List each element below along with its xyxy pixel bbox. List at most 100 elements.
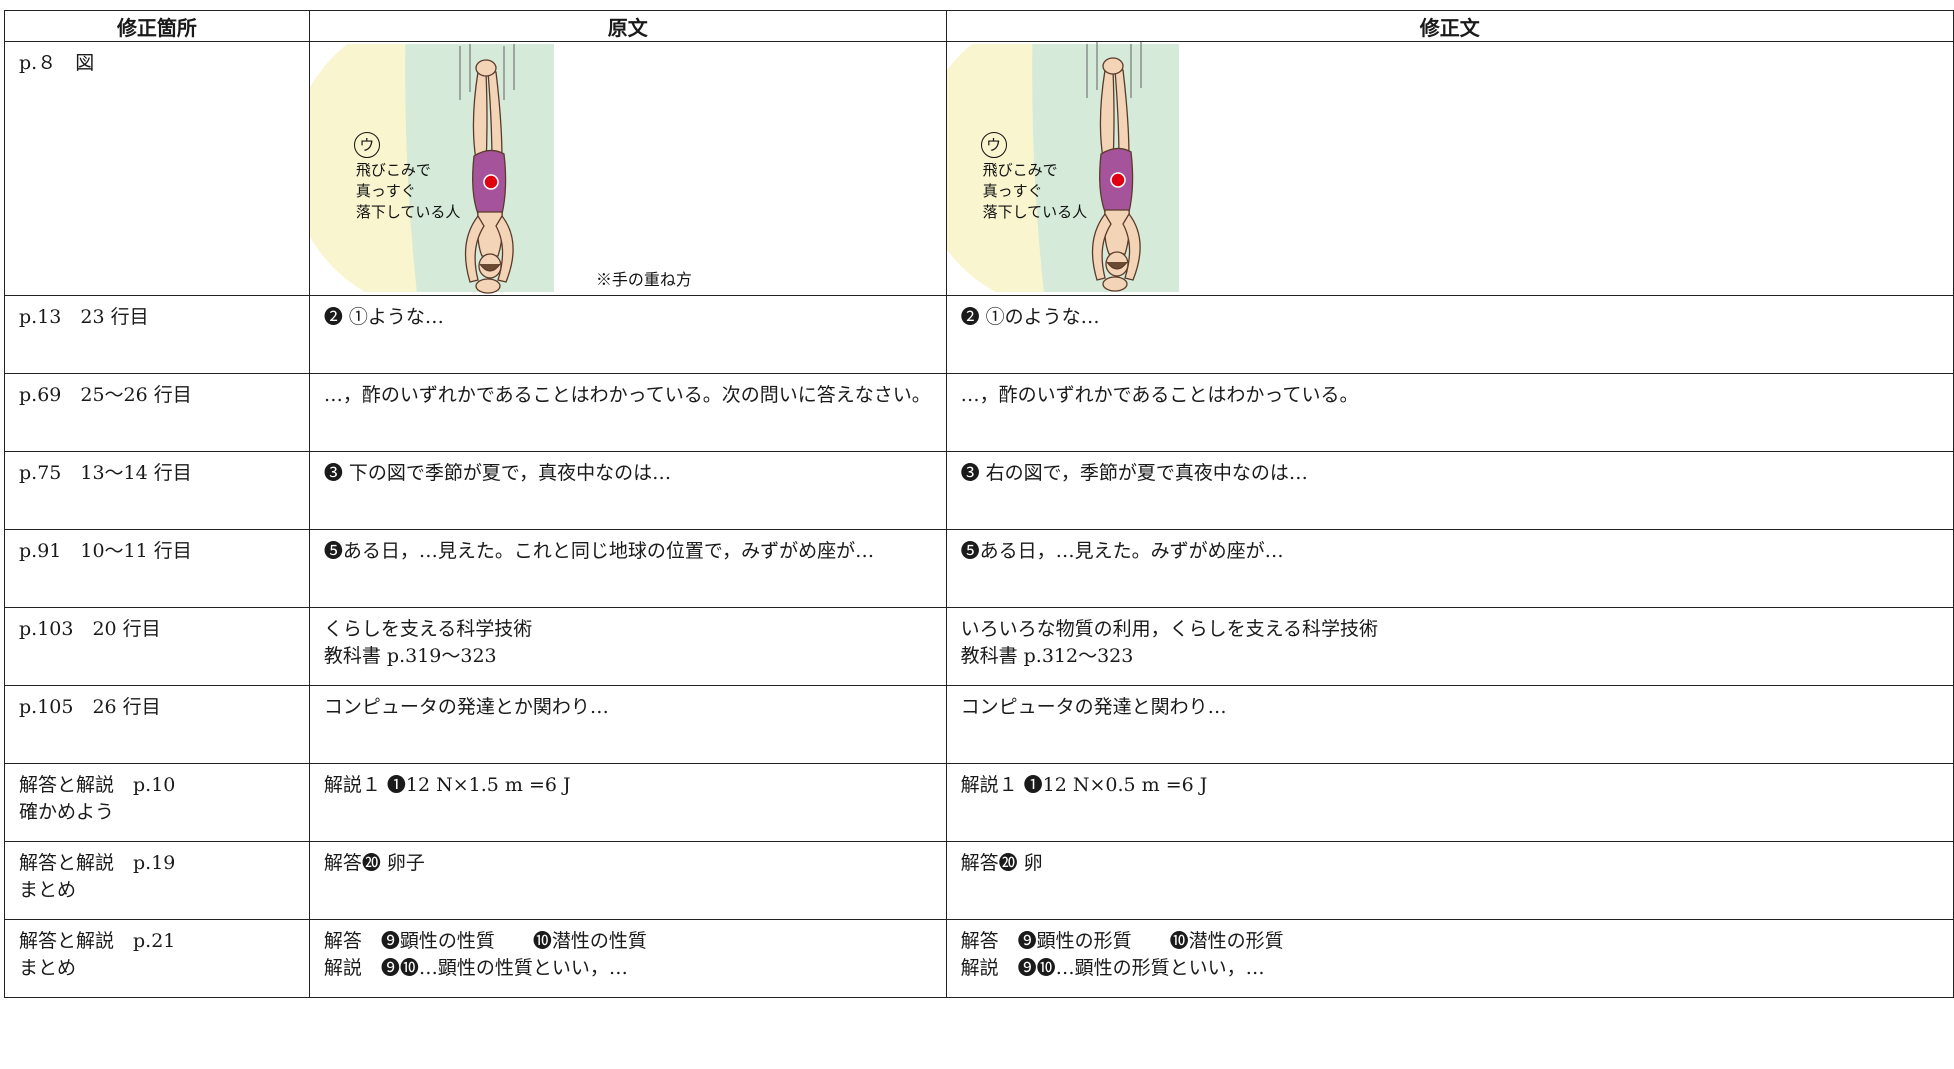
original-text: …，酢のいずれかであることはわかっている。次の問いに答えなさい。 (323, 384, 931, 406)
location-cell: 解答と解説 p.10 確かめよう (4, 763, 310, 842)
table-row: 解答と解説 p.10 確かめよう 解説１ ❶12 N×1.5 m =6 J 解説… (4, 763, 1954, 842)
location-cell: p.69 25～26 行目 (4, 373, 310, 452)
corrected-cell: …，酢のいずれかであることはわかっている。 (945, 373, 1954, 452)
cropped-heading-fragment (0, 0, 200, 4)
diver-illustration (947, 42, 1179, 292)
original-text: ❺ある日，…見えた。これと同じ地球の位置で，みずがめ座が… (323, 540, 875, 562)
table-row: p.103 20 行目 くらしを支える科学技術 教科書 p.319～323 いろ… (4, 607, 1954, 686)
location-cell: p.91 10～11 行目 (4, 529, 310, 608)
figure-label-line: 落下している人 (982, 203, 1088, 221)
original-cell: 解答⓴ 卵子 (308, 841, 947, 920)
corrected-text: いろいろな物質の利用，くらしを支える科学技術 (960, 618, 1379, 640)
location-cell: 解答と解説 p.19 まとめ (4, 841, 310, 920)
location-subtext: まとめ (19, 957, 77, 979)
table-row: p.13 23 行目 ❷ ①ような… ❷ ①のような… (4, 295, 1954, 374)
errata-table: 修正箇所 原文 修正文 p.８ 図 (4, 10, 1954, 998)
corrected-text: 解説１ ❶12 N×0.5 m =6 J (960, 774, 1208, 796)
location-cell: p.13 23 行目 (4, 295, 310, 374)
diver-figure (464, 59, 514, 294)
location-cell: p.103 20 行目 (4, 607, 310, 686)
original-text: くらしを支える科学技術 (323, 618, 533, 640)
marker-u: ウ (353, 132, 380, 158)
location-text: p.８ 図 (19, 52, 95, 74)
original-figure-cell: ウ 飛びこみで 真っすぐ 落下している人 ※手の重ね方 (308, 41, 947, 296)
original-cell: ❷ ①ような… (308, 295, 947, 374)
original-cell: ❺ある日，…見えた。これと同じ地球の位置で，みずがめ座が… (308, 529, 947, 608)
location-text: p.13 23 行目 (19, 306, 149, 328)
original-text: 解説 ❾❿…顕性の性質といい，… (323, 957, 628, 979)
original-cell: くらしを支える科学技術 教科書 p.319～323 (308, 607, 947, 686)
original-cell: ❸ 下の図で季節が夏で，真夜中なのは… (308, 451, 947, 530)
original-text: ❷ ①ような… (323, 306, 444, 328)
table-row: 解答と解説 p.21 まとめ 解答 ❾顕性の性質 ❿潜性の性質 解説 ❾❿…顕性… (4, 919, 1954, 998)
original-cell: …，酢のいずれかであることはわかっている。次の問いに答えなさい。 (308, 373, 947, 452)
corrected-text: …，酢のいずれかであることはわかっている。 (960, 384, 1359, 406)
corrected-text: ❺ある日，…見えた。みずがめ座が… (960, 540, 1284, 562)
table-row: p.105 26 行目 コンピュータの発達とか関わり… コンピュータの発達と関わ… (4, 685, 1954, 764)
original-figure: ウ 飛びこみで 真っすぐ 落下している人 ※手の重ね方 (310, 43, 945, 295)
corrected-text: 教科書 p.312～323 (960, 645, 1134, 667)
table-row: p.91 10～11 行目 ❺ある日，…見えた。これと同じ地球の位置で，みずがめ… (4, 529, 1954, 608)
figure-label-line: 落下している人 (355, 203, 461, 221)
original-cell: 解説１ ❶12 N×1.5 m =6 J (308, 763, 947, 842)
diver-figure (1091, 57, 1141, 292)
location-text: p.105 26 行目 (19, 696, 161, 718)
original-text: 教科書 p.319～323 (323, 645, 497, 667)
marker-u: ウ (980, 132, 1007, 158)
original-text: 解説１ ❶12 N×1.5 m =6 J (323, 774, 571, 796)
figure-label-line: 真っすぐ (355, 182, 416, 200)
corrected-cell: ❺ある日，…見えた。みずがめ座が… (945, 529, 1954, 608)
location-cell: p.105 26 行目 (4, 685, 310, 764)
original-cell: 解答 ❾顕性の性質 ❿潜性の性質 解説 ❾❿…顕性の性質といい，… (308, 919, 947, 998)
location-cell: p.８ 図 (4, 41, 310, 296)
header-original: 原文 (308, 10, 947, 42)
header-row: 修正箇所 原文 修正文 (4, 10, 1954, 42)
corrected-text: 解答⓴ 卵 (960, 852, 1043, 874)
figure-label-line: 飛びこみで (355, 161, 431, 179)
corrected-cell: いろいろな物質の利用，くらしを支える科学技術 教科書 p.312～323 (945, 607, 1954, 686)
location-text: p.91 10～11 行目 (19, 540, 192, 562)
corrected-cell: ❷ ①のような… (945, 295, 1954, 374)
table-row: p.69 25～26 行目 …，酢のいずれかであることはわかっている。次の問いに… (4, 373, 1954, 452)
corrected-text: ❸ 右の図で，季節が夏で真夜中なのは… (960, 462, 1308, 484)
location-subtext: 確かめよう (19, 801, 115, 823)
figure-label-line: 真っすぐ (982, 182, 1043, 200)
original-text: コンピュータの発達とか関わり… (323, 696, 609, 718)
table-row: 解答と解説 p.19 まとめ 解答⓴ 卵子 解答⓴ 卵 (4, 841, 1954, 920)
location-text: p.75 13～14 行目 (19, 462, 192, 484)
corrected-text: コンピュータの発達と関わり… (960, 696, 1227, 718)
corrected-text: 解答 ❾顕性の形質 ❿潜性の形質 (960, 930, 1284, 952)
location-cell: 解答と解説 p.21 まとめ (4, 919, 310, 998)
original-text: 解答 ❾顕性の性質 ❿潜性の性質 (323, 930, 647, 952)
location-text: 解答と解説 p.19 (19, 852, 176, 874)
corrected-cell: ❸ 右の図で，季節が夏で真夜中なのは… (945, 451, 1954, 530)
location-subtext: まとめ (19, 879, 77, 901)
location-cell: p.75 13～14 行目 (4, 451, 310, 530)
table-row: p.８ 図 (4, 41, 1954, 296)
location-text: 解答と解説 p.10 (19, 774, 176, 796)
motion-lines (459, 44, 515, 100)
original-text: ❸ 下の図で季節が夏で，真夜中なのは… (323, 462, 672, 484)
corrected-cell: コンピュータの発達と関わり… (945, 685, 1954, 764)
corrected-figure-cell: ウ 飛びこみで 真っすぐ 落下している人 (945, 41, 1954, 296)
figure-caption: ※手の重ね方 (595, 270, 692, 289)
corrected-text: 解説 ❾❿…顕性の形質といい，… (960, 957, 1265, 979)
corrected-cell: 解説１ ❶12 N×0.5 m =6 J (945, 763, 1954, 842)
corrected-figure: ウ 飛びこみで 真っすぐ 落下している人 (947, 42, 1586, 295)
center-of-gravity-dot (483, 174, 499, 190)
header-corrected: 修正文 (945, 10, 1954, 42)
location-text: p.69 25～26 行目 (19, 384, 192, 406)
diver-illustration (310, 44, 554, 294)
corrected-text: ❷ ①のような… (960, 306, 1100, 328)
location-text: 解答と解説 p.21 (19, 930, 176, 952)
corrected-cell: 解答 ❾顕性の形質 ❿潜性の形質 解説 ❾❿…顕性の形質といい，… (945, 919, 1954, 998)
original-cell: コンピュータの発達とか関わり… (308, 685, 947, 764)
header-location: 修正箇所 (4, 10, 310, 42)
center-of-gravity-dot (1109, 172, 1126, 188)
corrected-cell: 解答⓴ 卵 (945, 841, 1954, 920)
table-row: p.75 13～14 行目 ❸ 下の図で季節が夏で，真夜中なのは… ❸ 右の図で… (4, 451, 1954, 530)
location-text: p.103 20 行目 (19, 618, 161, 640)
figure-label-line: 飛びこみで (982, 161, 1058, 179)
motion-lines (1085, 42, 1142, 98)
